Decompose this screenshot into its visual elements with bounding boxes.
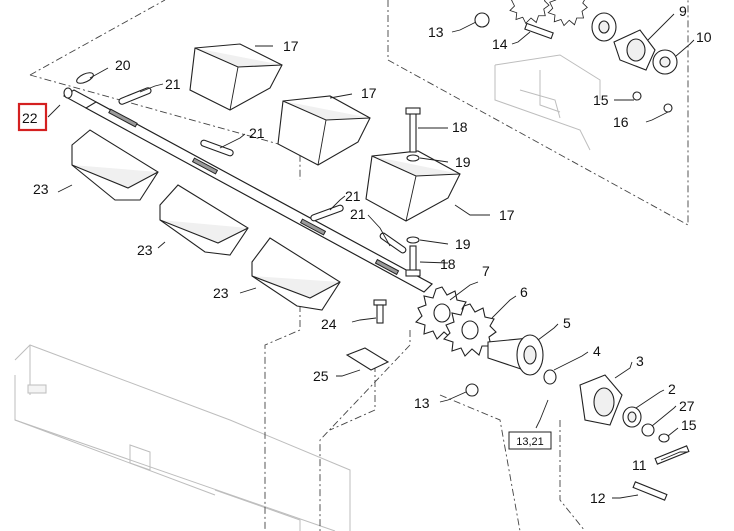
callout-15-lower: 15: [681, 417, 697, 433]
callout-13-upper: 13: [428, 24, 444, 40]
callout-18-lower: 18: [440, 256, 456, 272]
callout-19-lower: 19: [455, 236, 471, 252]
reference-box-13-21: 13,21: [508, 431, 552, 450]
nut-part-15-upper: [632, 91, 642, 101]
callout-10: 10: [696, 29, 712, 45]
callout-9: 9: [679, 3, 687, 19]
callout-21-a: 21: [165, 76, 181, 92]
bearing-part-10: [652, 49, 678, 75]
assembly-dashed-boundaries: [29, 0, 689, 531]
nut-part-13-lower: [465, 383, 479, 397]
plate-part-25: [345, 347, 390, 371]
callout-6: 6: [520, 284, 528, 300]
callout-23-b: 23: [137, 242, 153, 258]
machine-frame-lower-left: [14, 344, 351, 531]
shaft-part-22: [62, 87, 433, 293]
callout-3: 3: [636, 353, 644, 369]
bolt-part-24: [373, 299, 387, 324]
scoop-part-17-b: [277, 95, 371, 166]
callout-14: 14: [492, 36, 508, 52]
bolt-part-18-upper: [405, 107, 421, 153]
callout-12: 12: [590, 490, 606, 506]
bearing-part-2: [622, 406, 642, 428]
sprocket-part-6: [443, 303, 497, 357]
callout-19-upper: 19: [455, 154, 471, 170]
callout-20: 20: [115, 57, 131, 73]
callout-18-upper: 18: [452, 119, 468, 135]
hub-upper: [591, 12, 617, 42]
nut-part-16: [663, 103, 673, 113]
flange-part-9: [613, 29, 656, 71]
callout-23-a: 23: [33, 181, 49, 197]
reference-box-label: 13,21: [516, 436, 544, 448]
scoop-part-23-c: [251, 237, 341, 311]
callout-21-b: 21: [249, 125, 265, 141]
callout-2: 2: [668, 381, 676, 397]
callout-21-c: 21: [345, 188, 361, 204]
callout-11: 11: [632, 457, 647, 473]
callout-27: 27: [679, 398, 695, 414]
scoop-part-17-c: [365, 150, 461, 222]
machine-frame-upper-right: [494, 54, 601, 151]
nut-part-15-lower: [658, 433, 670, 443]
hub-part-5: [487, 334, 544, 376]
leader-lines: [47, 13, 695, 499]
pin-part-21-c: [310, 204, 344, 222]
bolt-part-14: [524, 22, 554, 40]
upper-sprockets: [509, 0, 588, 26]
pin-part-21-b: [200, 139, 234, 157]
scoop-part-17-a: [189, 43, 283, 111]
callout-13-lower: 13: [414, 395, 430, 411]
sprocket-part-7: [415, 286, 469, 340]
callout-labels: 2 3 4 5 6 7 9 10 11 12 13 13 14 15 15 16…: [22, 3, 712, 506]
callout-22: 22: [22, 110, 38, 126]
washer-part-19-lower: [406, 236, 420, 244]
pin-part-21-a: [118, 87, 152, 105]
callout-16: 16: [613, 114, 629, 130]
callout-21-d: 21: [350, 206, 366, 222]
nut-part-13-upper: [474, 12, 490, 28]
bearing-housing-part-3: [579, 374, 623, 426]
callout-23-c: 23: [213, 285, 229, 301]
washer-part-27: [641, 423, 655, 437]
callout-5: 5: [563, 315, 571, 331]
callout-17-c: 17: [499, 207, 515, 223]
callout-17-a: 17: [283, 38, 299, 54]
scoop-part-23-a: [71, 129, 159, 201]
key-part-20: [76, 72, 94, 84]
callout-17-b: 17: [361, 85, 377, 101]
scoop-part-23-b: [159, 184, 249, 256]
pin-part-21-d: [379, 232, 407, 254]
callout-25: 25: [313, 368, 329, 384]
ring-part-4: [543, 369, 557, 385]
callout-15-upper: 15: [593, 92, 609, 108]
callout-24: 24: [321, 316, 337, 332]
bolt-part-12: [632, 481, 668, 501]
bolt-part-18-lower: [405, 245, 421, 277]
callout-7: 7: [482, 263, 490, 279]
washer-part-19-upper: [406, 154, 420, 162]
highlight-box-part-22: [17, 102, 48, 132]
callout-4: 4: [593, 343, 601, 359]
